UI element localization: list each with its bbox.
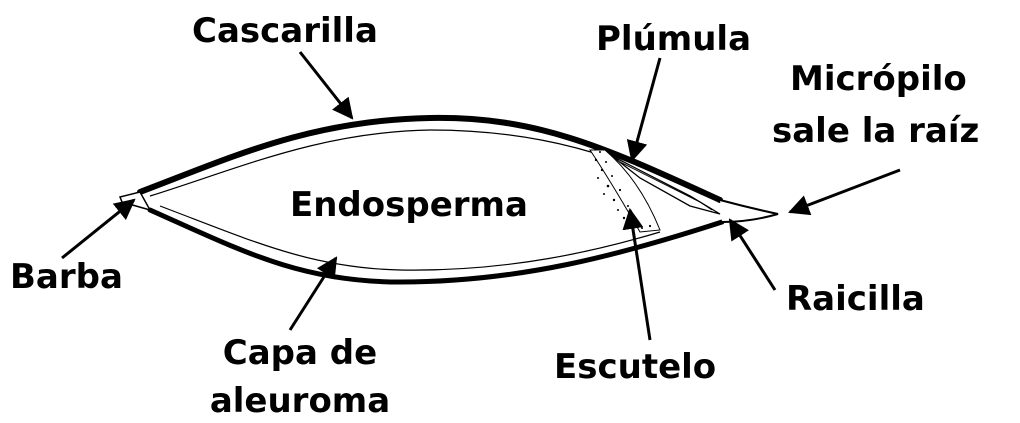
micropilo-arrow	[790, 170, 900, 212]
label-capa-line2: aleuroma	[210, 381, 390, 421]
label-raicilla: Raicilla	[786, 279, 925, 319]
label-cascarilla: Cascarilla	[192, 11, 378, 51]
label-micropilo-line1: Micrópilo	[790, 59, 967, 99]
label-endosperma: Endosperma	[290, 185, 528, 225]
raicilla-arrow	[730, 220, 775, 290]
label-barba: Barba	[10, 257, 123, 297]
label-escutelo: Escutelo	[554, 347, 716, 387]
barba-arrow	[62, 200, 134, 258]
label-capa-line1: Capa de	[223, 333, 377, 373]
micropyle-tip	[720, 200, 778, 222]
cascarilla-arrow	[300, 52, 352, 118]
label-plumula: Plúmula	[596, 19, 751, 59]
label-micropilo-line2: sale la raíz	[772, 111, 979, 151]
plumula-arrow	[632, 58, 660, 160]
